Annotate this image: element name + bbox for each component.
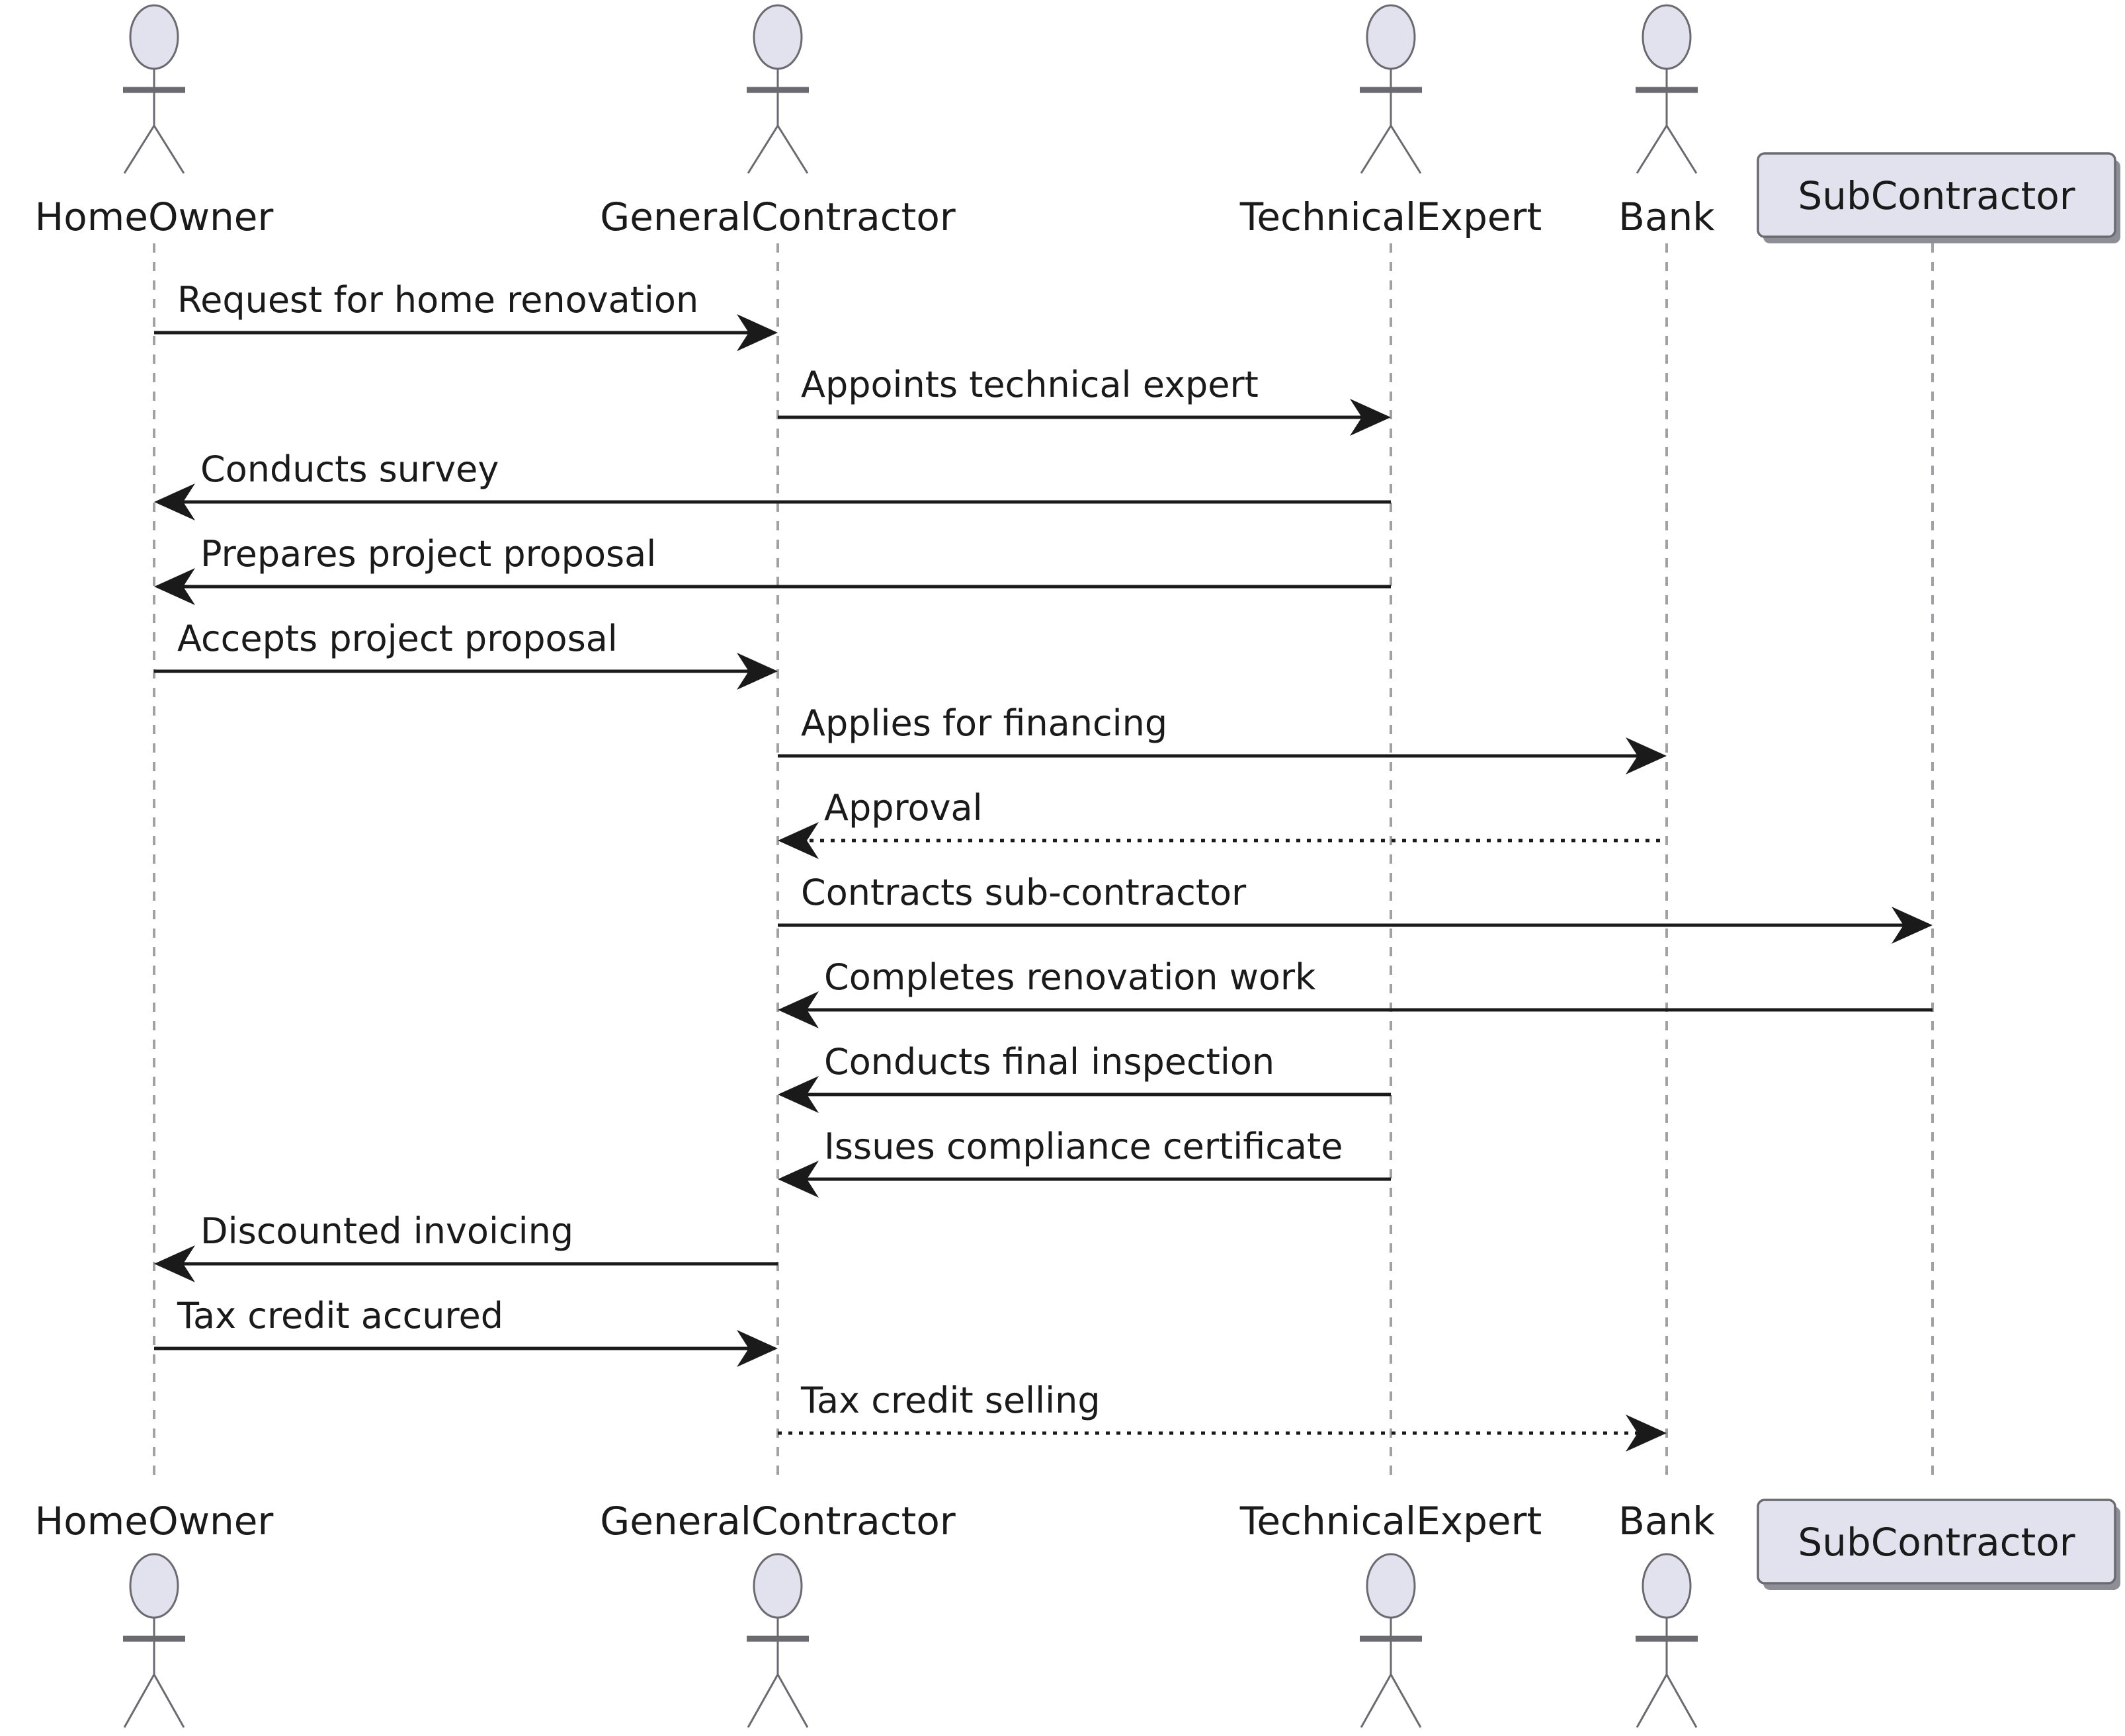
participant-label-bank-bottom: Bank	[1618, 1499, 1715, 1544]
message-label: Completes renovation work	[824, 956, 1316, 998]
message-tax-credit-selling[interactable]: Tax credit selling	[778, 1380, 1667, 1452]
message-label: Discounted invoicing	[200, 1210, 573, 1252]
message-label: Contracts sub-contractor	[801, 872, 1247, 913]
participant-label-generalcontractor-top: GeneralContractor	[600, 194, 956, 239]
participant-label-homeowner-top: HomeOwner	[35, 194, 274, 239]
participant-label-generalcontractor-bottom: GeneralContractor	[600, 1499, 956, 1544]
message-label: Tax credit selling	[800, 1380, 1101, 1421]
message-label: Applies for financing	[801, 702, 1167, 744]
message-label: Approval	[824, 787, 983, 829]
participant-foot-technicalexpert[interactable]	[1360, 1553, 1422, 1728]
message-label: Conducts survey	[200, 448, 499, 490]
message-approval[interactable]: Approval	[778, 787, 1667, 859]
participant-label-subcontractor-top: SubContractor	[1798, 173, 2075, 218]
message-label: Issues compliance certificate	[824, 1126, 1343, 1167]
message-accepts-project-proposal[interactable]: Accepts project proposal	[154, 618, 778, 690]
message-prepares-project-proposal[interactable]: Prepares project proposal	[154, 533, 1391, 605]
participant-foot-homeowner[interactable]	[123, 1553, 185, 1728]
message-tax-credit-accured[interactable]: Tax credit accured	[154, 1295, 778, 1367]
message-appoints-technical-expert[interactable]: Appoints technical expert	[778, 364, 1391, 436]
message-label: Appoints technical expert	[801, 364, 1259, 405]
participant-label-technicalexpert-bottom: TechnicalExpert	[1239, 1499, 1542, 1544]
participant-box-subcontractor-bottom[interactable]: SubContractor	[1757, 1499, 2120, 1590]
participant-label-subcontractor-bottom: SubContractor	[1798, 1520, 2075, 1565]
participant-head-technicalexpert[interactable]	[1360, 4, 1422, 174]
message-completes-renovation-work[interactable]: Completes renovation work	[778, 956, 1933, 1028]
message-contracts-sub-contractor[interactable]: Contracts sub-contractor	[778, 872, 1933, 944]
participant-foot-bank[interactable]	[1636, 1553, 1698, 1728]
message-discounted-invoicing[interactable]: Discounted invoicing	[154, 1210, 778, 1282]
message-conducts-survey[interactable]: Conducts survey	[154, 448, 1391, 520]
participant-head-generalcontractor[interactable]	[747, 4, 809, 174]
participant-box-subcontractor-top[interactable]: SubContractor	[1757, 152, 2120, 243]
participant-label-technicalexpert-top: TechnicalExpert	[1239, 194, 1542, 239]
message-label: Accepts project proposal	[177, 618, 618, 659]
message-conducts-final-inspection[interactable]: Conducts final inspection	[778, 1041, 1391, 1113]
message-label: Prepares project proposal	[200, 533, 656, 575]
participant-label-homeowner-bottom: HomeOwner	[35, 1499, 274, 1544]
message-applies-for-financing[interactable]: Applies for financing	[778, 702, 1667, 774]
message-request-for-home-renovation[interactable]: Request for home renovation	[154, 279, 778, 351]
message-label: Tax credit accured	[177, 1295, 503, 1337]
participant-head-homeowner[interactable]	[123, 4, 185, 174]
message-label: Request for home renovation	[177, 279, 698, 321]
message-issues-compliance-certificate[interactable]: Issues compliance certificate	[778, 1126, 1391, 1198]
message-label: Conducts final inspection	[824, 1041, 1274, 1083]
participant-foot-generalcontractor[interactable]	[747, 1553, 809, 1728]
participant-label-bank-top: Bank	[1618, 194, 1715, 239]
participant-head-bank[interactable]	[1636, 4, 1698, 174]
